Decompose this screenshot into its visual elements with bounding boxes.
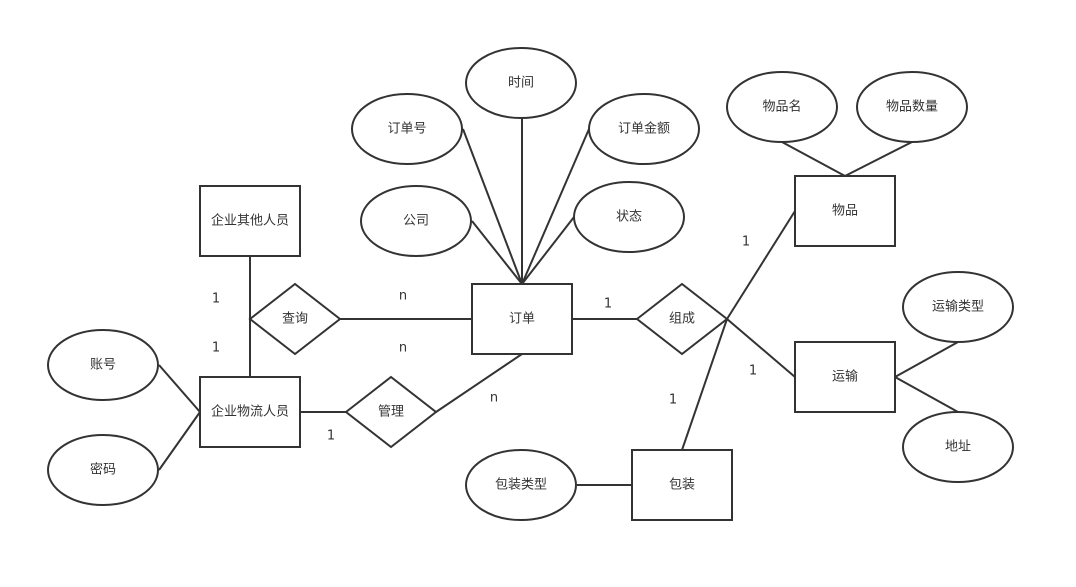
entity-label: 订单: [509, 312, 535, 327]
cardinality-label: n: [490, 391, 498, 406]
entity-label: 企业物流人员: [211, 404, 289, 420]
attribute-order-no: [351, 93, 463, 165]
connector-line: [844, 141, 913, 177]
attribute-goods-qty: [856, 71, 968, 143]
entity-label: 物品: [832, 204, 858, 219]
relationship-compose: [635, 282, 729, 356]
entity-package: [631, 449, 733, 521]
cardinality-label: n: [399, 289, 407, 304]
cardinality-label: 1: [669, 393, 677, 408]
attribute-label: 包装类型: [495, 478, 547, 493]
attribute-goods-name: [726, 71, 838, 143]
connector-line: [894, 341, 959, 378]
attribute-label: 订单号: [387, 122, 426, 137]
attribute-label: 地址: [945, 440, 971, 455]
attribute-label: 账号: [90, 358, 116, 373]
attribute-status: [573, 181, 685, 253]
relationship-label: 查询: [282, 312, 308, 327]
attribute-transport-type: [902, 271, 1014, 343]
attribute-package-type: [465, 449, 577, 521]
entity-logistics-staff: [199, 376, 301, 448]
cardinality-label: 1: [749, 364, 757, 379]
attribute-account: [47, 329, 159, 401]
entity-transport: [794, 341, 896, 413]
entity-label: 企业其他人员: [211, 213, 289, 229]
attribute-label: 时间: [508, 76, 534, 91]
attribute-label: 物品名: [762, 99, 801, 115]
attribute-company: [360, 185, 472, 257]
entity-label: 运输: [832, 369, 858, 385]
connector-line: [471, 220, 523, 285]
cardinality-label: 1: [212, 341, 220, 356]
relationship-label: 管理: [378, 405, 404, 420]
attribute-label: 订单金额: [618, 121, 670, 137]
cardinality-label: 1: [327, 429, 335, 444]
relationship-query: [248, 282, 342, 356]
relationship-label: 组成: [669, 312, 695, 327]
connector-line: [521, 216, 575, 285]
connector-line: [158, 411, 201, 471]
attribute-password: [47, 434, 159, 506]
connector-line: [726, 210, 796, 320]
relationship-manage: [344, 375, 438, 449]
cardinality-label: 1: [742, 235, 750, 250]
attribute-label: 密码: [90, 462, 116, 478]
attribute-order-amount: [588, 93, 700, 165]
cardinality-label: n: [399, 341, 407, 356]
attribute-label: 物品数量: [886, 100, 938, 115]
attribute-time: [465, 47, 577, 119]
connector-line: [681, 318, 728, 451]
connector-line: [781, 141, 846, 177]
connector-line: [462, 128, 523, 285]
attribute-label: 运输类型: [932, 299, 984, 315]
attribute-label: 公司: [403, 214, 429, 229]
entity-other-staff: [199, 185, 301, 257]
connector-line: [726, 318, 796, 378]
cardinality-label: 1: [604, 297, 612, 312]
connector-line: [158, 364, 201, 413]
connector-line: [435, 353, 523, 413]
entity-label: 包装: [669, 478, 695, 493]
attribute-label: 状态: [616, 210, 642, 225]
entity-goods: [794, 175, 896, 247]
attribute-address: [902, 411, 1014, 483]
connector-line: [521, 128, 590, 285]
entity-order: [471, 283, 573, 355]
cardinality-label: 1: [212, 292, 220, 307]
connector-line: [894, 376, 959, 413]
